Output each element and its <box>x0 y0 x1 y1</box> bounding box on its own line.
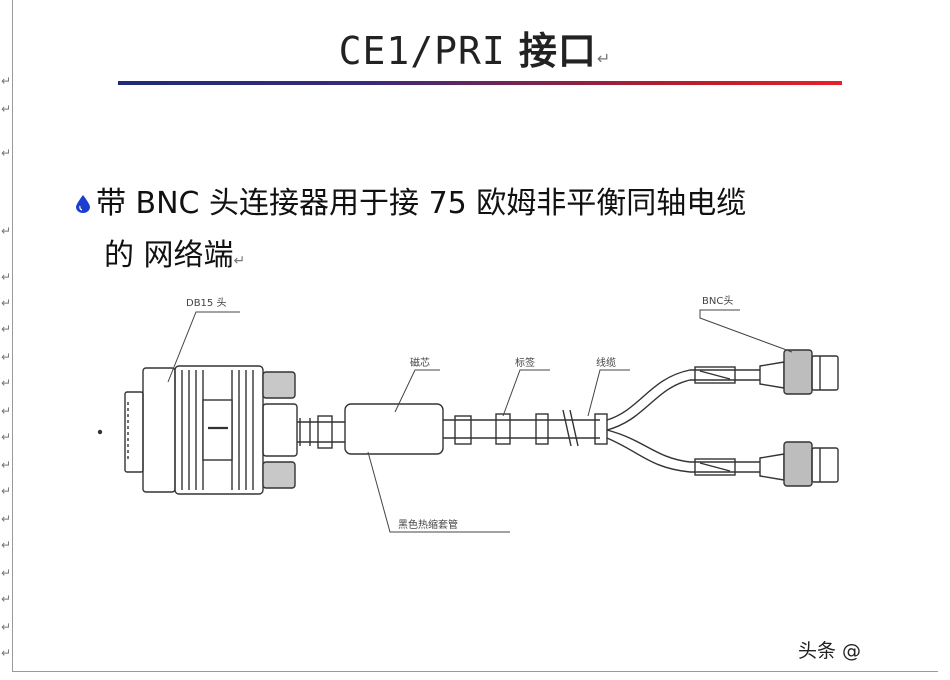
bnc-connector-lower <box>759 441 839 487</box>
leader-label <box>502 369 550 417</box>
margin-return-marks: ↵ ↵ ↵ ↵ ↵ ↵ ↵ ↵ ↵ ↵ ↵ ↵ ↵ ↵ ↵ ↵ ↵ ↵ ↵ <box>0 75 14 675</box>
leader-bnc <box>699 309 793 353</box>
margin-return-mark: ↵ <box>1 458 12 472</box>
label-sleeve: 黑色热缩套管 <box>398 518 458 531</box>
bullet-line-1: 带 BNC 头连接器用于接 75 欧姆非平衡同轴电缆 <box>96 186 747 221</box>
bullet-text: 带 BNC 头连接器用于接 75 欧姆非平衡同轴电缆 的 网络端↵ <box>76 178 746 287</box>
margin-return-mark: ↵ <box>1 270 12 284</box>
leader-core <box>394 369 440 413</box>
margin-return-mark: ↵ <box>1 376 12 390</box>
slide-title: CE1/PRI 接口↵ <box>0 20 950 75</box>
margin-return-mark: ↵ <box>1 646 12 660</box>
margin-return-mark: ↵ <box>1 102 12 116</box>
margin-return-mark: ↵ <box>1 74 12 88</box>
leader-sleeve <box>367 451 510 533</box>
margin-return-mark: ↵ <box>1 512 12 526</box>
margin-return-mark: ↵ <box>1 296 12 310</box>
watermark: 头条 @ <box>798 640 862 662</box>
margin-return-mark: ↵ <box>1 350 12 364</box>
cable-segment-2 <box>443 409 608 447</box>
label-tag: 标签 <box>515 356 535 369</box>
title-gradient-rule <box>118 81 842 85</box>
margin-return-mark: ↵ <box>1 146 12 160</box>
margin-return-mark: ↵ <box>1 484 12 498</box>
ferrite-core <box>344 403 444 455</box>
margin-return-mark: ↵ <box>1 404 12 418</box>
label-db-head: DB15 头 <box>186 297 226 309</box>
label-core: 磁芯 <box>410 356 430 369</box>
leader-cable <box>587 369 630 417</box>
title-latin: CE1/PRI <box>338 29 506 73</box>
bullet-line-2: 的 网络端 <box>104 238 234 273</box>
margin-return-mark: ↵ <box>1 592 12 606</box>
cable-branch-upper <box>606 366 760 431</box>
cable-branch-lower <box>606 429 760 476</box>
bnc-connector-upper <box>759 349 839 395</box>
margin-return-mark: ↵ <box>1 322 12 336</box>
title-cjk: 接口 <box>518 29 597 73</box>
label-bnc-head: BNC头 <box>702 295 733 307</box>
cable-diagram: DB15 头 磁芯 标签 线缆 BNC头 黑色热缩套管 <box>97 295 839 533</box>
db15-connector <box>97 365 298 495</box>
page-frame <box>12 0 938 672</box>
leader-db-head <box>167 311 240 383</box>
margin-return-mark: ↵ <box>1 538 12 552</box>
label-cable: 线缆 <box>596 356 616 369</box>
title-return-mark: ↵ <box>596 49 612 68</box>
bullet-line-2-wrap: 的 网络端↵ <box>76 230 746 287</box>
margin-return-mark: ↵ <box>1 224 12 238</box>
margin-return-mark: ↵ <box>1 566 12 580</box>
margin-return-mark: ↵ <box>1 430 12 444</box>
cable-segment-1 <box>297 415 345 449</box>
bullet-line-1-wrap: 带 BNC 头连接器用于接 75 欧姆非平衡同轴电缆 <box>76 186 746 221</box>
bullet-return-mark: ↵ <box>233 253 246 269</box>
water-drop-bullet-icon <box>76 195 90 213</box>
margin-return-mark: ↵ <box>1 620 12 634</box>
